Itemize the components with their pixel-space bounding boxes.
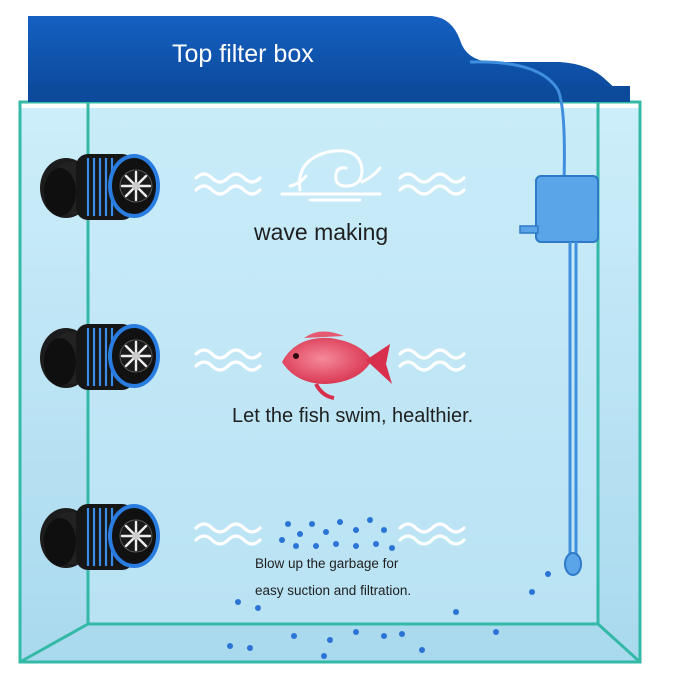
filter-box-label: Top filter box xyxy=(172,40,314,68)
garbage-caption-line2: easy suction and filtration. xyxy=(255,583,412,598)
fish-swim-caption: Let the fish swim, healthier. xyxy=(232,405,474,427)
wave-making-caption: wave making xyxy=(254,219,389,245)
wave-swirl-icon xyxy=(280,149,382,202)
arowana-fish-icon xyxy=(282,331,392,400)
garbage-caption-line1: Blow up the garbage for xyxy=(255,556,399,571)
top-filter-box xyxy=(28,16,630,102)
bubble-dots-icon xyxy=(227,517,551,659)
water-body xyxy=(20,108,640,662)
hang-on-filter-icon xyxy=(469,60,599,576)
